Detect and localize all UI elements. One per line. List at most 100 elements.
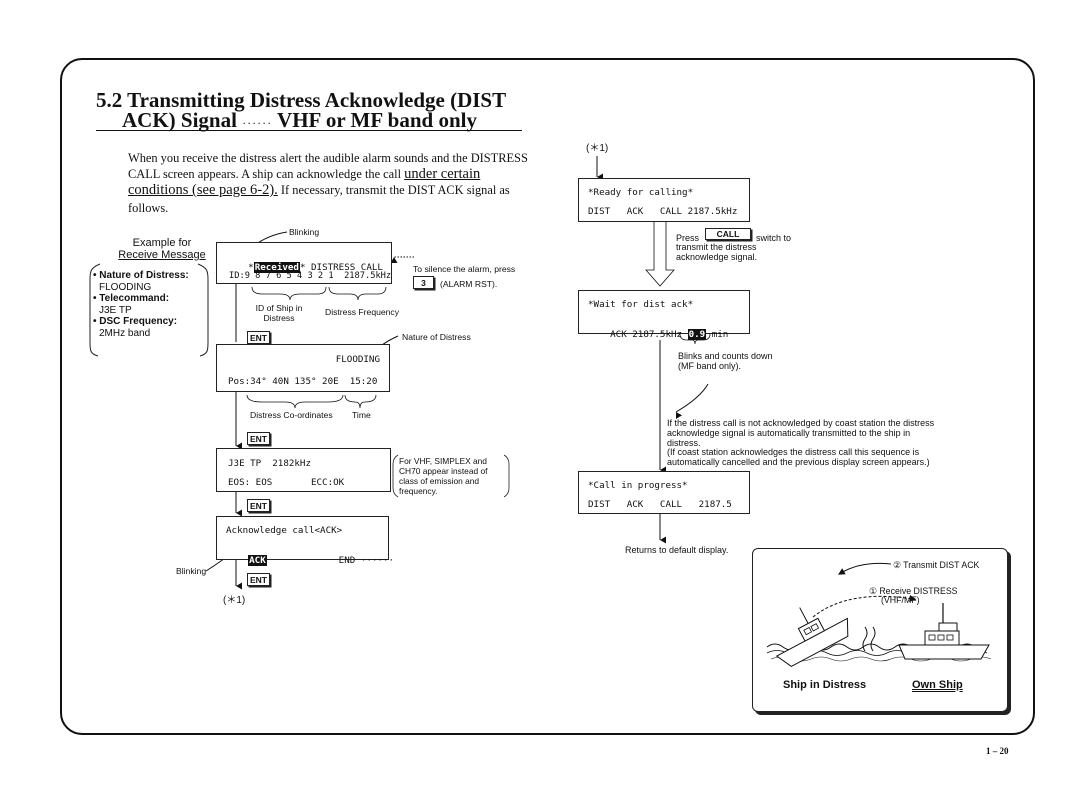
time-label: Time	[352, 410, 371, 420]
example-value-nature: FLOODING	[99, 281, 152, 293]
example-label-frequency: • DSC Frequency:	[93, 316, 178, 327]
if-not-line-1: If the distress call is not acknowledged…	[667, 418, 935, 428]
switch-to-label: switch to	[756, 233, 792, 243]
lcd-distress-call-line2: ID:9 8 7 6 5 4 3 2 1 2187.5kHz	[229, 271, 392, 281]
example-heading-2: Receive Message	[118, 249, 206, 261]
distress-coordinates-label: Distress Co-ordinates	[250, 410, 333, 420]
ship-in-distress-label: Ship in Distress	[783, 679, 867, 691]
ship-illustration: ② Transmit DIST ACK ① Receive DISTRESS (…	[752, 548, 1008, 712]
ent-key-4: ENT	[247, 573, 270, 586]
intro-line-4: follows.	[128, 201, 169, 215]
lcd-distress-call-line1: *Received* DISTRESS CALL	[226, 251, 383, 284]
nature-of-distress-label: Nature of Distress	[402, 332, 471, 342]
section-title-part-a: ACK) Signal	[122, 108, 237, 132]
ship-scene	[766, 562, 992, 667]
example-bracket	[89, 263, 209, 357]
title-underline	[96, 130, 522, 131]
lcd-position: FLOODING Pos:34° 40N 135° 20E 15:20	[216, 344, 390, 392]
press-label: Press	[676, 233, 700, 243]
example-value-frequency: 2MHz band	[99, 327, 151, 339]
lcd-acknowledge-line2: ACK END ······	[226, 544, 394, 577]
lcd-ack-blinking: ACK	[248, 555, 267, 566]
page-number: 1 – 20	[986, 746, 1009, 756]
ref-star-left: (＊1)	[223, 595, 246, 606]
lcd-s1-star: *	[248, 262, 254, 273]
example-heading: Example for Receive Message	[112, 237, 212, 261]
lcd-ready-for-calling: *Ready for calling* DIST ACK CALL 2187.5…	[578, 178, 750, 222]
vhf-note-4: frequency.	[399, 486, 438, 496]
blinking-label-bottom: Blinking	[176, 566, 207, 576]
press-line-2: transmit the distress	[676, 242, 757, 252]
section-title-part-b: VHF or MF band only	[277, 108, 477, 132]
lcd-call-in-progress: *Call in progress* DIST ACK CALL 2187.5	[578, 471, 750, 514]
if-not-line-2: acknowledge signal is automatically tran…	[667, 427, 911, 438]
receive-band-label: (VHF/MF)	[881, 595, 920, 605]
lcd-telecommand-line2: EOS: EOS ECC:OK	[228, 477, 345, 488]
blinking-label-top: Blinking	[289, 227, 320, 237]
lcd-s1-title: * DISTRESS CALL	[299, 262, 383, 273]
example-heading-1: Example for	[132, 237, 192, 249]
if-not-line-4: (If coast station acknowledges the distr…	[667, 447, 920, 458]
example-label-telecommand: • Telecommand:	[93, 293, 170, 304]
lcd-countdown: 0.9	[687, 329, 707, 340]
id-of-ship-label-1: ID of Ship in	[255, 303, 303, 313]
intro-line-1: When you receive the distress alert the …	[128, 151, 528, 165]
call-key: CALL	[705, 228, 751, 240]
vhf-note-3: class of emission and	[399, 476, 480, 486]
if-not-acknowledged-note: If the distress call is not acknowledged…	[667, 418, 935, 468]
blinks-counts-2: (MF band only).	[678, 361, 742, 371]
lcd-distress-call: *Received* DISTRESS CALL ID:9 8 7 6 5 4 …	[216, 242, 392, 284]
lcd-s1-received: Received	[253, 262, 300, 273]
lcd-wait-freq: ACK 2187.5kHz	[610, 329, 688, 340]
lcd-progress-line2: DIST ACK CALL 2187.5	[588, 499, 732, 510]
ent-key-1: ENT	[247, 331, 270, 344]
transmit-dist-ack-label: ② Transmit DIST ACK	[893, 560, 980, 570]
receive-distress-label: ① Receive DISTRESS	[869, 586, 958, 596]
section-title-line2: ACK) Signal ······ VHF or MF band only	[122, 110, 477, 134]
ent-key-2: ENT	[247, 432, 270, 445]
lcd-acknowledge-line1: Acknowledge call<ACK>	[226, 525, 343, 536]
id-of-ship-label: ID of Ship in Distress	[254, 303, 304, 323]
if-not-line-5: automatically cancelled and the previous…	[667, 457, 930, 468]
lcd-progress-line1: *Call in progress*	[588, 480, 688, 491]
lcd-wait-for-ack: *Wait for dist ack* ACK 2187.5kHz 0.9 mi…	[578, 290, 750, 340]
intro-page-reference: conditions (see page 6-2).	[128, 182, 278, 198]
distress-frequency-label: Distress Frequency	[325, 307, 400, 317]
lcd-acknowledge: Acknowledge call<ACK> ACK END ······	[216, 516, 394, 566]
lcd-wait-line2: ACK 2187.5kHz 0.9 min	[588, 318, 728, 351]
id-of-ship-label-2: Distress	[263, 313, 295, 323]
lcd-ready-line1: *Ready for calling*	[588, 187, 694, 198]
lcd-telecommand: J3E TP 2182kHz EOS: EOS ECC:OK	[216, 448, 391, 492]
vhf-note-1: For VHF, SIMPLEX and	[399, 456, 487, 466]
intro-line-2-text: CALL screen appears. A ship can acknowle…	[128, 167, 405, 181]
intro-line-2: CALL screen appears. A ship can acknowle…	[128, 166, 480, 183]
silence-note-2: (ALARM RST).	[440, 279, 498, 289]
if-not-line-3: distress.	[667, 437, 701, 448]
section-title-line1: 5.2 Transmitting Distress Acknowledge (D…	[96, 88, 507, 112]
example-value-telecommand: J3E TP	[99, 304, 132, 316]
key-3-alarm-rst: 3	[413, 276, 434, 289]
intro-line-3-text: If necessary, transmit the DIST ACK sign…	[277, 183, 510, 197]
vhf-note-bracket	[392, 454, 510, 498]
blinks-counts-1: Blinks and counts down	[678, 351, 773, 361]
ref-star-right: (＊1)	[586, 143, 609, 154]
vhf-note: For VHF, SIMPLEX and CH70 appear instead…	[399, 456, 487, 496]
silence-note-1: To silence the alarm, press	[413, 264, 516, 274]
lcd-ready-line2: DIST ACK CALL 2187.5kHz	[588, 206, 738, 217]
ent-key-3: ENT	[247, 499, 270, 512]
lcd-end: END ······	[338, 555, 394, 566]
own-ship-label: Own Ship	[912, 679, 963, 691]
intro-underlined-1: under certain	[404, 166, 481, 182]
lcd-flooding: FLOODING	[335, 354, 380, 365]
lcd-position-line: Pos:34° 40N 135° 20E 15:20	[228, 376, 378, 387]
lcd-wait-line1: *Wait for dist ack*	[588, 299, 694, 310]
vhf-note-2: CH70 appear instead of	[399, 466, 488, 476]
returns-to-default: Returns to default display.	[625, 545, 729, 555]
press-line-3: acknowledge signal.	[676, 252, 758, 262]
example-list: • Nature of Distress: FLOODING • Telecom…	[93, 270, 189, 339]
example-label-nature: • Nature of Distress:	[93, 270, 189, 281]
intro-line-3: conditions (see page 6-2). If necessary,…	[128, 182, 510, 199]
section-title-dots: ······	[242, 116, 273, 130]
page-frame	[60, 58, 1035, 735]
